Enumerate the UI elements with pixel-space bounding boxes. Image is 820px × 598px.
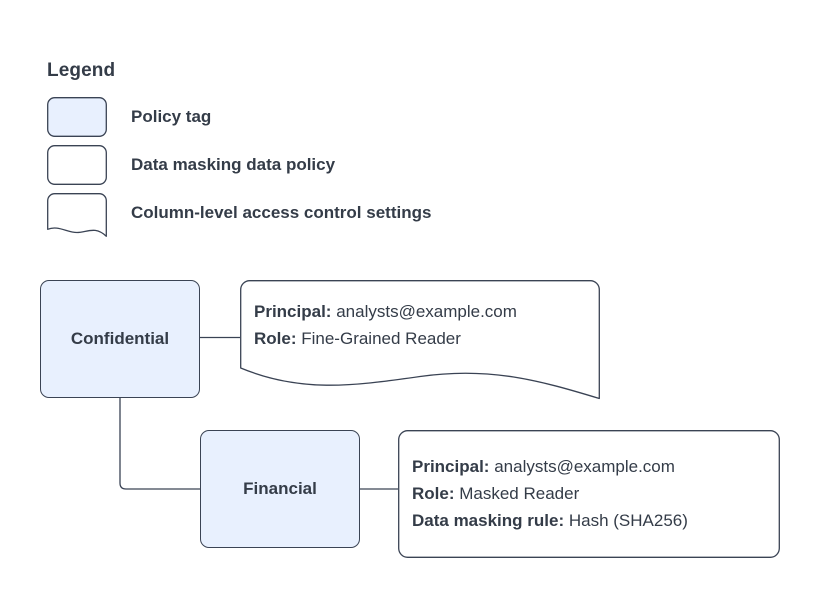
callout-row-value: analysts@example.com xyxy=(336,302,517,321)
legend-item-label: Data masking data policy xyxy=(131,155,336,174)
policy-tag-node-label: Confidential xyxy=(70,329,170,348)
legend-title: Legend xyxy=(47,60,116,81)
callout-financial-masking-policy[interactable]: Principal: analysts@example.com Role: Ma… xyxy=(398,430,780,558)
edge-confidential-to-financial xyxy=(119,398,200,490)
data-masking-policy-swatch xyxy=(47,145,107,185)
legend-item-label: Policy tag xyxy=(131,107,212,126)
callout-row-value: Masked Reader xyxy=(459,484,580,503)
callout-row: Role: Masked Reader xyxy=(412,480,688,507)
callout-body: Principal: analysts@example.com Role: Fi… xyxy=(254,298,517,352)
callout-row: Principal: analysts@example.com xyxy=(412,453,688,480)
callout-body: Principal: analysts@example.com Role: Ma… xyxy=(412,453,688,534)
callout-row-key: Principal: xyxy=(412,457,490,476)
callout-row: Data masking rule: Hash (SHA256) xyxy=(412,507,688,534)
policy-tag-node-label: Financial xyxy=(243,479,317,498)
legend-item-label: Column-level access control settings xyxy=(131,203,432,222)
column-access-settings-swatch xyxy=(47,193,107,237)
callout-wavy-shape xyxy=(240,280,600,400)
callout-row-value: Hash (SHA256) xyxy=(568,511,688,530)
callout-confidential-access-settings[interactable]: Principal: analysts@example.com Role: Fi… xyxy=(240,280,600,400)
policy-tag-node-financial[interactable]: Financial xyxy=(200,430,360,548)
callout-row: Role: Fine-Grained Reader xyxy=(254,325,517,352)
callout-row-value: Fine-Grained Reader xyxy=(301,329,461,348)
callout-row: Principal: analysts@example.com xyxy=(254,298,517,325)
callout-row-key: Role: xyxy=(254,329,297,348)
policy-tag-node-confidential[interactable]: Confidential xyxy=(40,280,200,398)
callout-row-key: Role: xyxy=(412,484,455,503)
callout-rect-shape xyxy=(398,430,780,558)
callout-row-value: analysts@example.com xyxy=(494,457,675,476)
callout-row-key: Data masking rule: xyxy=(412,511,565,530)
policy-tag-swatch xyxy=(47,97,107,137)
callout-row-key: Principal: xyxy=(254,302,332,321)
